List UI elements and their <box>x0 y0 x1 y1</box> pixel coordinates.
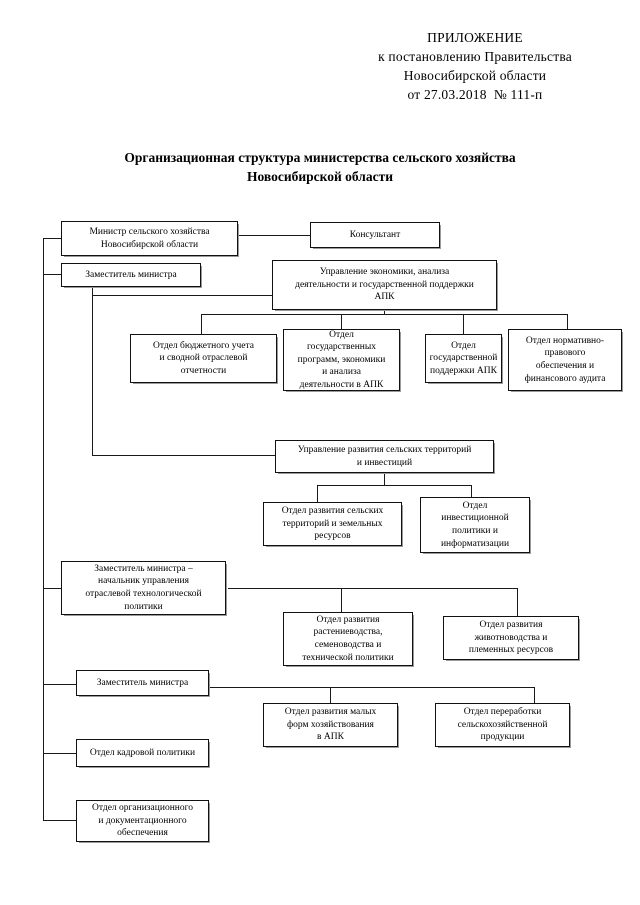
connector-economy-stem <box>384 310 385 315</box>
node-animal-husbandry-division[interactable]: Отдел развития животноводства и племенны… <box>443 616 579 660</box>
node-hr-policy-division[interactable]: Отдел кадровой политики <box>76 739 209 767</box>
connector-deputy-tech-bus <box>228 588 518 589</box>
node-budget-accounting-division[interactable]: Отдел бюджетного учета и сводной отрасле… <box>130 334 277 383</box>
connector-bus-to-small-forms <box>330 687 331 703</box>
node-deputy-minister-2[interactable]: Заместитель министра <box>76 670 209 696</box>
connector-deputy-1-to-economy <box>92 295 273 296</box>
connector-bus-to-crop-production <box>341 588 342 612</box>
node-investment-policy-division-label: Отдел инвестиционной политики и информат… <box>440 500 510 549</box>
node-legal-audit-division-label: Отдел нормативно- правового обеспечения … <box>524 335 606 384</box>
connector-bus-to-state-programs <box>341 314 342 329</box>
document-header: ПРИЛОЖЕНИЕ к постановлению Правительства… <box>330 28 620 104</box>
connector-spine-to-org-documentation <box>43 820 76 821</box>
node-state-programs-division-label: Отдел государственных программ, экономик… <box>297 329 386 390</box>
node-org-documentation-division-label: Отдел организационного и документационно… <box>91 803 194 839</box>
connector-main-spine <box>43 238 44 821</box>
connector-spine-to-minister <box>43 238 61 239</box>
node-consultant-label: Консультант <box>349 229 401 240</box>
node-economy-management[interactable]: Управление экономики, анализа деятельнос… <box>272 260 497 310</box>
connector-minister-to-consultant <box>238 235 310 236</box>
node-budget-accounting-division-label: Отдел бюджетного учета и сводной отрасле… <box>153 340 254 376</box>
node-state-programs-division[interactable]: Отдел государственных программ, экономик… <box>283 329 400 391</box>
node-deputy-minister-2-label: Заместитель министра <box>96 677 189 688</box>
page-title-line-1: Организационная структура министерства с… <box>124 150 516 165</box>
header-line-4: от 27.03.2018 № 111-п <box>407 87 543 102</box>
node-consultant[interactable]: Консультант <box>310 222 440 248</box>
connector-bus-to-rural-land <box>317 485 318 502</box>
connector-spine-to-deputy-tech <box>43 588 61 589</box>
connector-deputy-2-bus <box>210 687 534 688</box>
node-rural-development-management[interactable]: Управление развития сельских территорий … <box>275 440 494 473</box>
connector-bus-to-animal-husbandry <box>517 588 518 616</box>
connector-spine-to-deputy-1 <box>43 274 61 275</box>
node-deputy-minister-tech-policy[interactable]: Заместитель министра – начальник управле… <box>61 561 226 615</box>
page-title-line-2: Новосибирской области <box>246 169 394 184</box>
node-legal-audit-division[interactable]: Отдел нормативно- правового обеспечения … <box>508 329 622 391</box>
node-minister[interactable]: Министр сельского хозяйства Новосибирско… <box>61 221 238 256</box>
connector-spine-to-hr-policy <box>43 753 76 754</box>
node-deputy-minister-tech-policy-label: Заместитель министра – начальник управле… <box>85 563 202 612</box>
node-rural-development-management-label: Управление развития сельских территорий … <box>297 444 472 468</box>
node-economy-management-label: Управление экономики, анализа деятельнос… <box>295 267 474 303</box>
node-state-support-division[interactable]: Отдел государственной поддержки АПК <box>425 334 502 383</box>
node-org-documentation-division[interactable]: Отдел организационного и документационно… <box>76 800 209 842</box>
connector-rural-development-stem <box>384 473 385 485</box>
connector-deputy-1-to-rural-development <box>92 455 275 456</box>
node-crop-production-division[interactable]: Отдел развития растениеводства, семеново… <box>283 612 413 666</box>
header-line-1: ПРИЛОЖЕНИЕ <box>427 30 523 45</box>
node-small-forms-division[interactable]: Отдел развития малых форм хозяйствования… <box>263 703 398 747</box>
connector-bus-to-budget-accounting <box>201 314 202 334</box>
connector-spine-to-deputy-2 <box>43 684 76 685</box>
node-deputy-minister-1-label: Заместитель министра <box>85 269 177 280</box>
node-hr-policy-division-label: Отдел кадровой политики <box>89 747 196 758</box>
node-rural-land-division[interactable]: Отдел развития сельских территорий и зем… <box>263 502 402 546</box>
node-processing-division-label: Отдел переработки сельскохозяйственной п… <box>457 707 548 743</box>
header-line-2: к постановлению Правительства <box>378 49 572 64</box>
connector-bus-to-legal-audit <box>567 314 568 329</box>
node-deputy-minister-1[interactable]: Заместитель министра <box>61 263 201 287</box>
node-state-support-division-label: Отдел государственной поддержки АПК <box>429 340 498 376</box>
connector-economy-bus <box>201 314 567 315</box>
node-processing-division[interactable]: Отдел переработки сельскохозяйственной п… <box>435 703 570 747</box>
header-line-3: Новосибирской области <box>403 68 547 83</box>
node-crop-production-division-label: Отдел развития растениеводства, семеново… <box>302 614 394 663</box>
connector-bus-to-state-support <box>463 314 464 334</box>
node-investment-policy-division[interactable]: Отдел инвестиционной политики и информат… <box>420 497 530 553</box>
node-small-forms-division-label: Отдел развития малых форм хозяйствования… <box>284 707 377 743</box>
page-title: Организационная структура министерства с… <box>60 148 580 186</box>
node-minister-label: Министр сельского хозяйства Новосибирско… <box>89 226 210 250</box>
connector-bus-to-investment-policy <box>471 485 472 497</box>
connector-rural-development-bus <box>317 485 471 486</box>
connector-deputy-1-drop <box>92 287 93 455</box>
node-animal-husbandry-division-label: Отдел развития животноводства и племенны… <box>468 620 554 656</box>
connector-bus-to-processing <box>534 687 535 703</box>
node-rural-land-division-label: Отдел развития сельских территорий и зем… <box>281 506 384 542</box>
